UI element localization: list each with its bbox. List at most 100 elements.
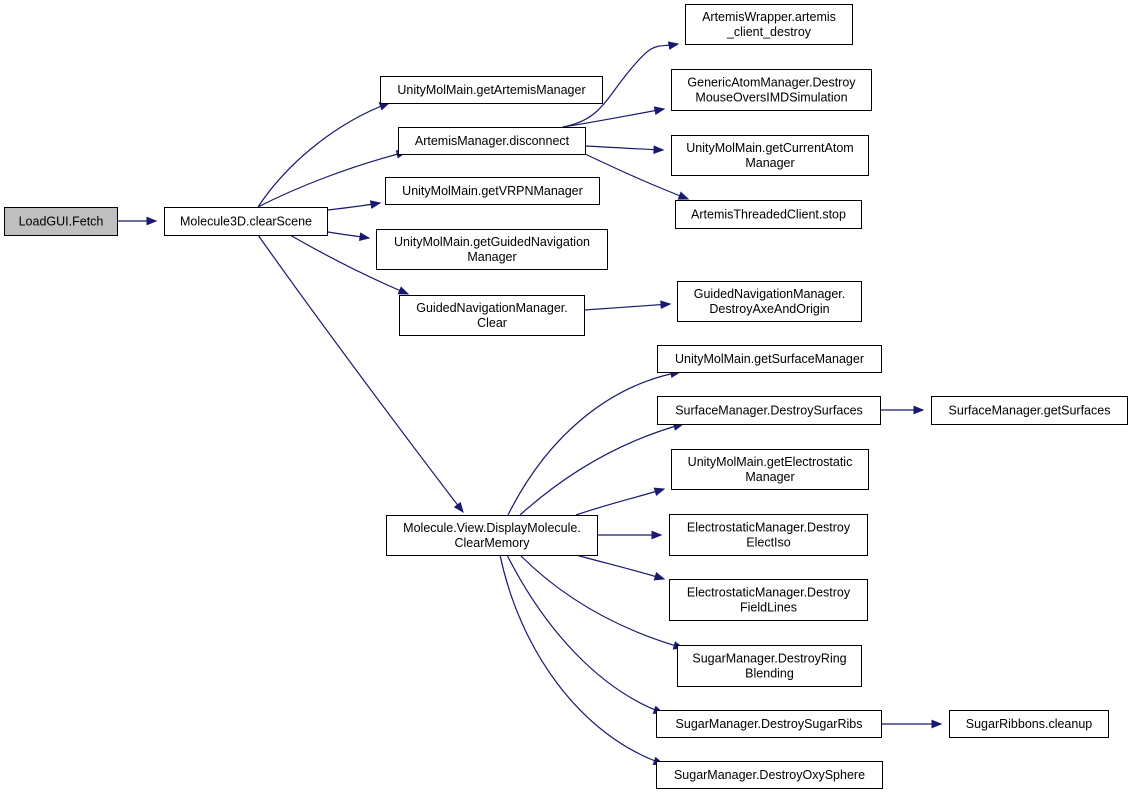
node-clear-memory[interactable]: Molecule.View.DisplayMolecule.ClearMemor… [386, 515, 598, 556]
edge-clear-memory-to-destroy-surfaces [519, 422, 685, 516]
node-guided-nav-clear[interactable]: GuidedNavigationManager.Clear [399, 295, 585, 336]
node-box [656, 761, 883, 789]
node-label: ArtemisManager.disconnect [415, 134, 570, 148]
edge-line [289, 234, 409, 295]
edge-line [506, 554, 664, 714]
arrowhead-icon [667, 41, 680, 50]
node-box [677, 281, 862, 322]
edge-line [584, 145, 664, 151]
node-label: Manager [745, 156, 794, 170]
edge-clear-memory-to-destroy-elect-iso [597, 530, 663, 540]
node-label: UnityMolMain.getArtemisManager [397, 83, 585, 97]
node-box [398, 127, 586, 155]
node-label: SurfaceManager.DestroySurfaces [675, 404, 863, 418]
node-clear-scene[interactable]: Molecule3D.clearScene [164, 207, 328, 236]
node-box [657, 345, 882, 373]
node-threaded-client-stop[interactable]: ArtemisThreadedClient.stop [675, 200, 862, 229]
edge-line [257, 234, 464, 513]
edge-guided-nav-clear-to-destroy-axe-origin [583, 300, 672, 311]
edge-clear-scene-to-get-vrpn-manager [327, 200, 382, 211]
edge-line [575, 488, 665, 516]
node-label: UnityMolMain.getVRPNManager [402, 184, 583, 198]
arrowhead-icon [931, 719, 943, 729]
arrowhead-icon [369, 200, 382, 209]
arrowhead-icon [453, 501, 464, 514]
node-label: Molecule3D.clearScene [180, 215, 312, 229]
node-destroy-oxy-sphere[interactable]: SugarManager.DestroyOxySphere [656, 761, 883, 789]
node-box [669, 514, 868, 556]
node-label: Molecule.View.DisplayMolecule. [403, 521, 581, 535]
arrowhead-icon [146, 216, 158, 226]
node-label: Manager [467, 250, 516, 264]
node-label: UnityMolMain.getGuidedNavigation [394, 235, 590, 249]
node-get-surfaces[interactable]: SurfaceManager.getSurfaces [931, 396, 1128, 425]
arrowhead-icon [653, 487, 666, 496]
node-label: SugarRibbons.cleanup [966, 717, 1093, 731]
node-box [669, 579, 868, 621]
node-load-gui-fetch[interactable]: LoadGUI.Fetch [4, 207, 118, 236]
arrowhead-icon [651, 530, 663, 540]
node-label: LoadGUI.Fetch [19, 215, 104, 229]
node-label: GuidedNavigationManager. [694, 287, 846, 301]
node-box [671, 449, 869, 490]
node-label: SugarManager.DestroyOxySphere [674, 768, 865, 782]
edge-clear-scene-to-get-artemis-manager [257, 102, 391, 208]
node-label: ClearMemory [454, 536, 530, 550]
node-artemis-client-destroy[interactable]: ArtemisWrapper.artemis_client_destroy [685, 4, 853, 45]
node-box [385, 177, 600, 205]
node-destroy-sugar-ribs[interactable]: SugarManager.DestroySugarRibs [656, 710, 882, 738]
edge-line [575, 554, 665, 580]
edge-line [519, 423, 684, 516]
node-sugar-ribbons-cleanup[interactable]: SugarRibbons.cleanup [949, 710, 1109, 738]
node-box [4, 207, 118, 236]
node-label: Clear [477, 316, 507, 330]
node-label: SurfaceManager.getSurfaces [949, 404, 1111, 418]
node-label: UnityMolMain.getElectrostatic [688, 455, 853, 469]
edge-line [519, 554, 684, 649]
edge-line [562, 108, 665, 128]
node-label: ArtemisThreadedClient.stop [691, 208, 846, 222]
node-box [671, 135, 869, 176]
node-label: FieldLines [740, 601, 797, 615]
edge-clear-scene-to-get-guided-nav-manager [327, 231, 371, 241]
edge-line [507, 371, 681, 516]
arrowhead-icon [653, 572, 666, 581]
edge-clear-memory-to-get-surface-manager [507, 369, 682, 516]
edge-destroy-surfaces-to-get-surfaces [880, 405, 925, 415]
node-label: UnityMolMain.getCurrentAtom [686, 141, 853, 155]
node-label: ElectrostaticManager.Destroy [687, 521, 851, 535]
arrowhead-icon [660, 300, 672, 310]
edge-clear-scene-to-guided-nav-clear [289, 234, 410, 295]
edge-line [583, 303, 671, 311]
node-get-surface-manager[interactable]: UnityMolMain.getSurfaceManager [657, 345, 882, 373]
node-get-vrpn-manager[interactable]: UnityMolMain.getVRPNManager [385, 177, 600, 205]
edge-clear-memory-to-destroy-field-lines [575, 554, 666, 581]
node-artemis-disconnect[interactable]: ArtemisManager.disconnect [398, 127, 586, 155]
node-label: ArtemisWrapper.artemis [702, 10, 836, 24]
node-destroy-mouse-overs[interactable]: GenericAtomManager.DestroyMouseOversIMDS… [671, 69, 872, 111]
node-box [685, 4, 853, 45]
node-label: SugarManager.DestroyRing [692, 652, 846, 666]
node-box [164, 207, 328, 236]
edge-clear-scene-to-clear-memory [257, 234, 464, 514]
node-label: ElectIso [746, 536, 791, 550]
node-box [376, 229, 608, 270]
node-label: Blending [745, 667, 794, 681]
node-get-artemis-manager[interactable]: UnityMolMain.getArtemisManager [380, 76, 603, 104]
node-box [671, 69, 872, 111]
node-box [399, 295, 585, 336]
node-destroy-axe-origin[interactable]: GuidedNavigationManager.DestroyAxeAndOri… [677, 281, 862, 322]
node-label: DestroyAxeAndOrigin [709, 302, 829, 316]
edge-clear-memory-to-get-electrostatic-manager [575, 487, 666, 516]
node-destroy-surfaces[interactable]: SurfaceManager.DestroySurfaces [657, 396, 881, 425]
edge-load-gui-fetch-to-clear-scene [117, 216, 158, 226]
edge-line [499, 554, 664, 765]
node-label: SugarManager.DestroySugarRibs [676, 717, 863, 731]
